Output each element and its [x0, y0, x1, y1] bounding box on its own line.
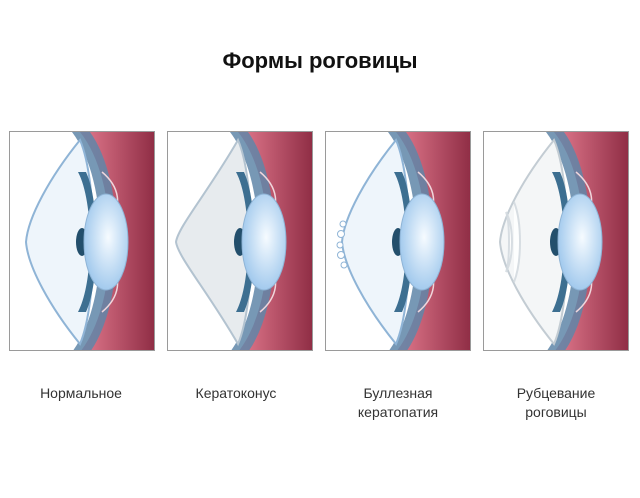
eye-panel-scarring [483, 131, 629, 351]
lens [241, 193, 287, 291]
eye-panel-normal [9, 131, 155, 351]
caption-scarring: Рубцевание роговицы [481, 384, 631, 422]
scar-tissue [505, 201, 521, 283]
eye-panel-bullous [325, 131, 471, 351]
bullae [336, 220, 348, 269]
caption-line: роговицы [525, 404, 587, 420]
eye-panel-keratoconus [167, 131, 313, 351]
caption-line: Кератоконус [195, 385, 277, 401]
eye-illustration-keratoconus [174, 132, 312, 350]
page-title: Формы роговицы [222, 48, 418, 73]
caption-line: кератопатия [357, 404, 439, 420]
caption-line: Нормальное [40, 385, 122, 401]
sclera-rim [388, 132, 433, 350]
eye-illustration-scarring [498, 132, 628, 350]
sclera-rim [230, 132, 275, 350]
lens [557, 193, 603, 291]
caption-normal: Нормальное [6, 384, 156, 403]
sclera-rim [72, 132, 117, 350]
eye-illustration-bullous [336, 132, 470, 350]
caption-bullous: Буллезная кератопатия [323, 384, 473, 422]
lens [83, 193, 129, 291]
caption-line: Буллезная [363, 385, 433, 401]
caption-keratoconus: Кератоконус [161, 384, 311, 403]
sclera-rim [546, 132, 591, 350]
lens [399, 193, 445, 291]
caption-line: Рубцевание [516, 385, 596, 401]
eye-illustration-normal [24, 132, 154, 350]
